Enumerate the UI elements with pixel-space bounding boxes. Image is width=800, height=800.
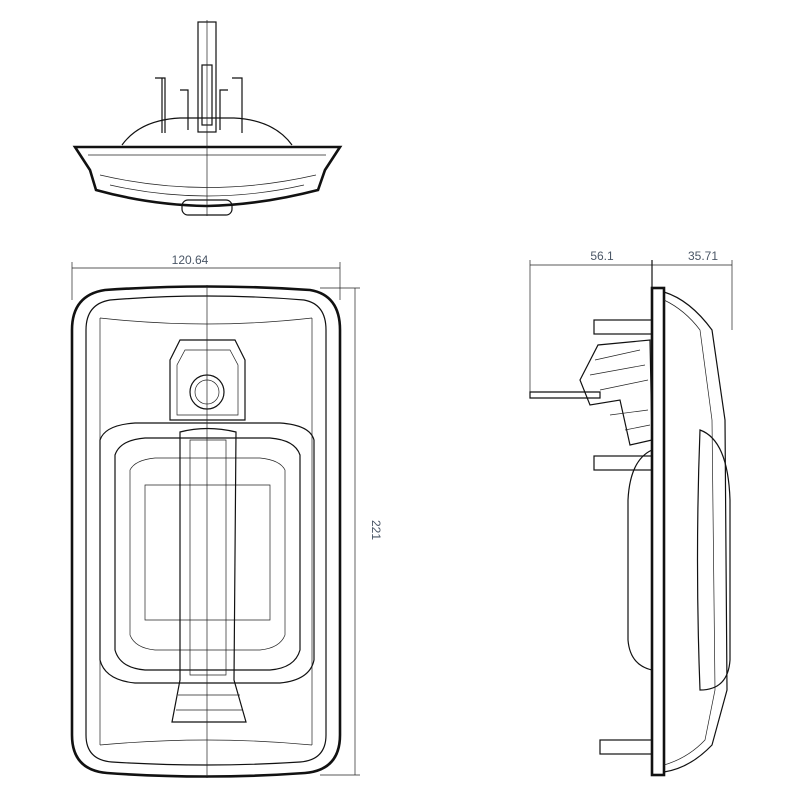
front-view: 120.64 221 bbox=[70, 253, 383, 778]
width-dimension-label: 120.64 bbox=[172, 253, 209, 267]
side-view: 56.1 35.71 bbox=[529, 249, 733, 777]
top-view bbox=[72, 20, 343, 216]
depth-rear-label: 56.1 bbox=[590, 249, 614, 263]
height-dimension-label: 221 bbox=[369, 520, 383, 540]
depth-front-label: 35.71 bbox=[688, 249, 718, 263]
